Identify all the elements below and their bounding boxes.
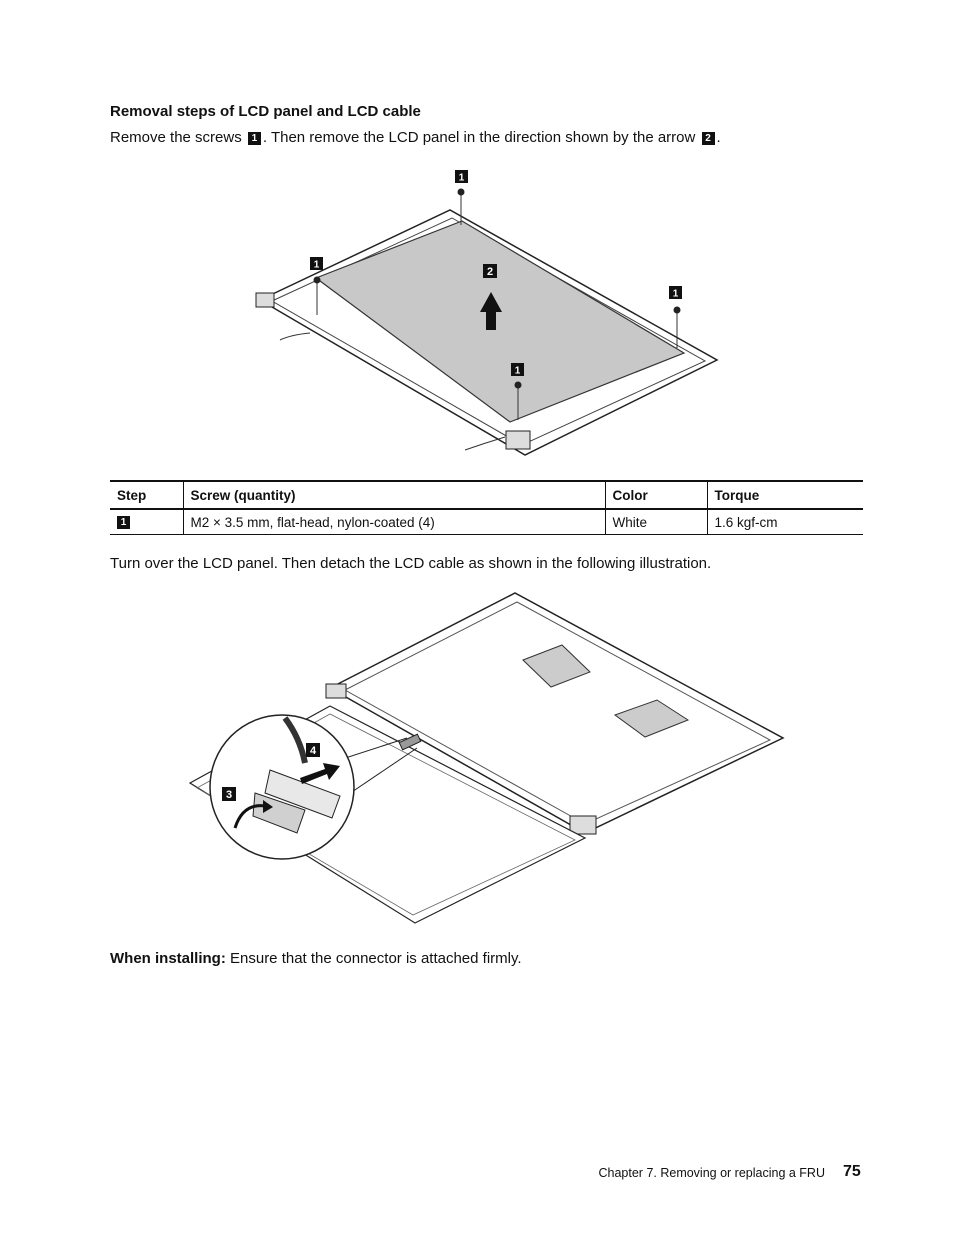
- callout-badge-1: 1: [247, 131, 261, 145]
- disconnect-arrow-icon: [300, 763, 340, 784]
- svg-text:4: 4: [310, 745, 317, 757]
- svg-text:2: 2: [487, 266, 493, 278]
- callout-1-right: 1: [669, 286, 682, 300]
- table-header-step: Step: [117, 487, 147, 503]
- page-number: 75: [843, 1163, 861, 1180]
- svg-text:3: 3: [226, 789, 232, 801]
- svg-text:1: 1: [515, 366, 521, 377]
- svg-text:1: 1: [314, 260, 320, 271]
- callout-1-bottom: 1: [511, 363, 524, 377]
- table-header-torque: Torque: [706, 481, 863, 509]
- step-badge: 1: [117, 516, 130, 530]
- connector-tape: [264, 769, 341, 819]
- pad-2: [613, 699, 690, 738]
- table-header-screw: Screw (quantity): [182, 481, 605, 509]
- lift-arrow-icon: [480, 292, 502, 330]
- lcd-panel-removal-illustration: 1 1 1 1 2: [255, 170, 719, 456]
- table-header-color: Color: [604, 481, 707, 509]
- table-cell-torque: 1.6 kgf-cm: [706, 509, 863, 535]
- peel-arrow-icon: [233, 804, 266, 829]
- table-row: 1 M2 × 3.5 mm, flat-head, nylon-coated (…: [110, 509, 863, 535]
- intro-text-3: .: [716, 129, 721, 146]
- intro-text-1: Remove the screws: [110, 129, 242, 146]
- callout-2: 2: [483, 264, 497, 278]
- rear-cover-outline: [328, 592, 785, 834]
- table-cell-color: White: [604, 509, 707, 535]
- table-header-row: Step Screw (quantity) Color Torque: [110, 481, 863, 509]
- lcd-connector: [398, 733, 422, 751]
- intro-text-2: . Then remove the LCD panel in the direc…: [262, 129, 696, 146]
- callout-1-left: 1: [310, 257, 323, 271]
- screw-bottom: [514, 381, 522, 420]
- callout-3: 3: [222, 787, 236, 801]
- right-hinge: [505, 430, 531, 450]
- bezel-outline: [258, 209, 719, 456]
- screw-spec-table: Step Screw (quantity) Color Torque 1 M2 …: [110, 480, 863, 535]
- callout-1-top: 1: [455, 170, 468, 184]
- svg-text:1: 1: [673, 289, 679, 300]
- left-hinge: [255, 292, 275, 308]
- installing-label: When installing:: [110, 950, 226, 967]
- cable-in-detail: [282, 716, 308, 764]
- right-hinge: [569, 815, 597, 835]
- installing-text: Ensure that the connector is attached fi…: [230, 950, 522, 967]
- pad-1: [522, 644, 591, 688]
- screw-left: [313, 276, 321, 315]
- footer-chapter: Chapter 7. Removing or replacing a FRU: [598, 1166, 826, 1180]
- lcd-panel: [314, 220, 686, 423]
- callout-badge-2: 2: [701, 131, 715, 145]
- rear-cover-inner: [343, 601, 772, 825]
- zoom-line-bottom: [342, 747, 418, 799]
- turn-over-paragraph: Turn over the LCD panel. Then detach the…: [110, 555, 712, 572]
- table-cell-screw: M2 × 3.5 mm, flat-head, nylon-coated (4): [182, 509, 605, 535]
- section-title: Removal steps of LCD panel and LCD cable: [110, 103, 421, 120]
- table-cell-step: 1: [110, 509, 183, 535]
- svg-text:1: 1: [459, 173, 465, 184]
- bezel-inner-outline: [270, 217, 707, 446]
- cable-left: [279, 332, 311, 341]
- intro-paragraph: Remove the screws 1. Then remove the LCD…: [110, 129, 721, 146]
- installing-note: When installing: Ensure that the connect…: [110, 950, 522, 967]
- screw-right: [673, 306, 681, 348]
- peel-arrow-head: [263, 800, 273, 813]
- cable-bottom: [464, 436, 506, 451]
- screw-top: [457, 188, 465, 225]
- callout-4: 4: [306, 743, 320, 757]
- lcd-cable-detach-illustration: 3 4: [188, 592, 785, 924]
- left-hinge: [325, 683, 347, 699]
